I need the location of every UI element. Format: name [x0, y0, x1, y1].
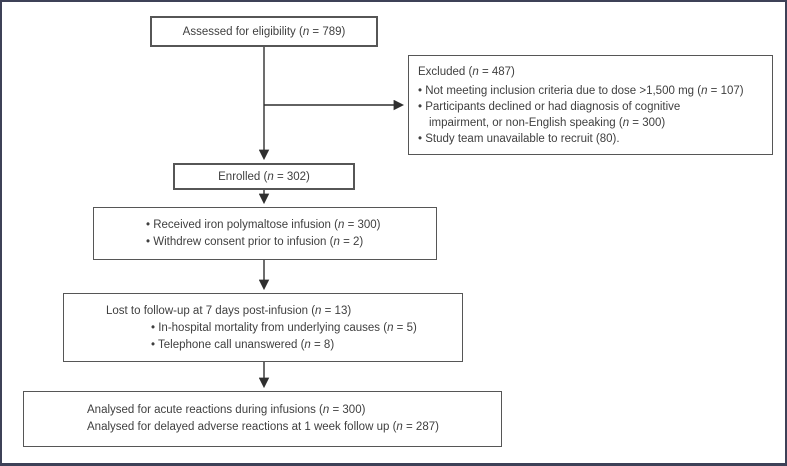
box-line: Analysed for delayed adverse reactions a… [87, 421, 439, 433]
box-line: Assessed for eligibility (n = 789) [182, 25, 346, 38]
bullet-icon: • [151, 322, 159, 334]
box-line: • Not meeting inclusion criteria due to … [418, 84, 744, 97]
box-line: • Study team unavailable to recruit (80)… [418, 132, 620, 145]
box-line: Excluded (n = 487) [418, 65, 515, 78]
bullet-icon: • [418, 100, 426, 113]
bullet-icon: • [418, 132, 426, 145]
bullet-icon: • [151, 339, 159, 351]
bullet-icon: • [418, 84, 426, 97]
box-line: • Participants declined or had diagnosis… [418, 100, 681, 113]
box-line: • Received iron polymaltose infusion (n … [146, 218, 381, 231]
box-line: • Withdrew consent prior to infusion (n … [146, 235, 364, 248]
box-excluded: Excluded (n = 487) • Not meeting inclusio… [408, 55, 773, 155]
box-line: Analysed for acute reactions during infu… [87, 404, 366, 416]
box-line: • In-hospital mortality from underlying … [151, 322, 417, 334]
box-line: • Telephone call unanswered (n = 8) [151, 339, 335, 351]
box-enrolled: Enrolled (n = 302) [173, 163, 355, 190]
bullet-icon: • [146, 218, 154, 231]
box-line: Lost to follow-up at 7 days post-infusio… [106, 305, 352, 317]
box-assessed-for-eligibility: Assessed for eligibility (n = 789) [150, 16, 378, 47]
box-received-infusion: • Received iron polymaltose infusion (n … [93, 207, 437, 260]
box-line: Enrolled (n = 302) [218, 170, 310, 183]
bullet-icon: • [146, 235, 154, 248]
box-analysed: Analysed for acute reactions during infu… [23, 391, 502, 447]
box-line: impairment, or non-English speaking (n =… [429, 116, 666, 129]
box-lost-to-follow-up: Lost to follow-up at 7 days post-infusio… [63, 293, 463, 362]
